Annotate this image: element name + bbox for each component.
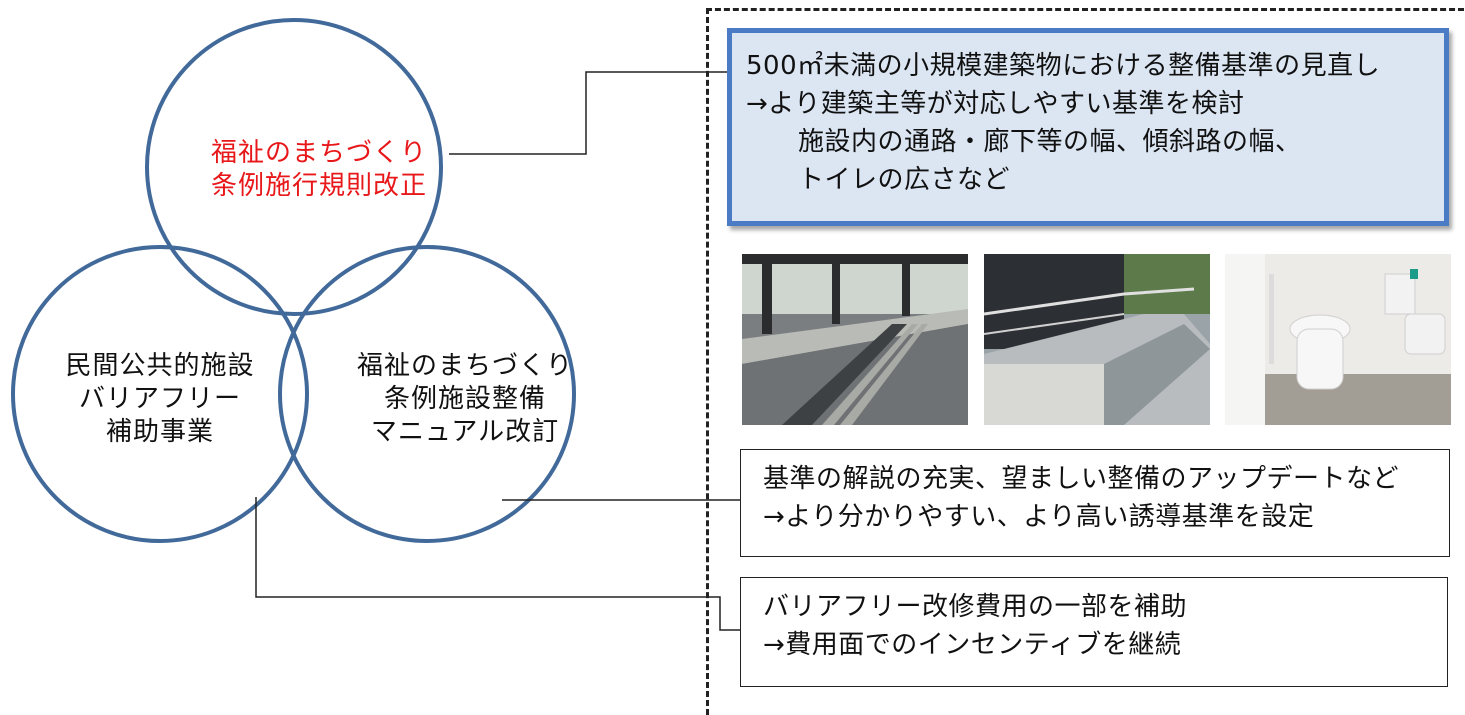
right-circle	[278, 245, 576, 543]
connector-top	[449, 71, 727, 155]
right-circle-line1: 福祉のまちづくり	[356, 351, 573, 381]
connector-bottom	[255, 497, 740, 631]
top-circle-line1: 福祉のまちづくり	[210, 138, 427, 168]
callout-top-line4: トイレの広さなど	[798, 165, 1011, 195]
left-circle-label: 民間公共的施設 バリアフリー 補助事業	[40, 350, 280, 449]
callout-subsidy: バリアフリー改修費用の一部を補助 →費用面でのインセンティブを継続	[740, 577, 1448, 687]
callout-bottom-line2: →費用面でのインセンティブを継続	[763, 630, 1182, 660]
right-circle-line3: マニュアル改訂	[370, 417, 560, 447]
callout-top-line3: 施設内の通路・廊下等の幅、傾斜路の幅、	[798, 127, 1302, 157]
tactile-paving-walkway-photo	[742, 254, 968, 425]
callout-middle-line1: 基準の解説の充実、望ましい整備のアップデートなど	[763, 464, 1400, 494]
accessible-toilet-photo	[1225, 254, 1451, 425]
ramp-with-handrail-photo	[984, 254, 1210, 425]
left-circle-line3: 補助事業	[105, 417, 214, 447]
left-circle	[11, 245, 309, 543]
left-circle-line2: バリアフリー	[78, 384, 241, 414]
callout-middle-line2: →より分かりやすい、より高い誘導基準を設定	[763, 502, 1315, 532]
callout-top-line1: 500㎡未満の小規模建築物における整備基準の見直し	[746, 51, 1381, 81]
top-circle-line2: 条例施行規則改正	[210, 171, 427, 201]
callout-bottom-line1: バリアフリー改修費用の一部を補助	[763, 592, 1188, 622]
callout-regulation-revision: 500㎡未満の小規模建築物における整備基準の見直し →より建築主等が対応しやすい…	[727, 28, 1449, 226]
callout-manual-revision: 基準の解説の充実、望ましい整備のアップデートなど →より分かりやすい、より高い誘…	[740, 449, 1450, 557]
dashed-separator	[706, 8, 1464, 715]
right-circle-line2: 条例施設整備	[383, 384, 546, 414]
top-circle-label: 福祉のまちづくり 条例施行規則改正	[184, 137, 454, 203]
callout-top-line2: →より建築主等が対応しやすい基準を検討	[746, 89, 1245, 119]
left-circle-line1: 民間公共的施設	[65, 351, 255, 381]
top-circle	[145, 18, 443, 316]
right-circle-label: 福祉のまちづくり 条例施設整備 マニュアル改訂	[330, 350, 600, 449]
